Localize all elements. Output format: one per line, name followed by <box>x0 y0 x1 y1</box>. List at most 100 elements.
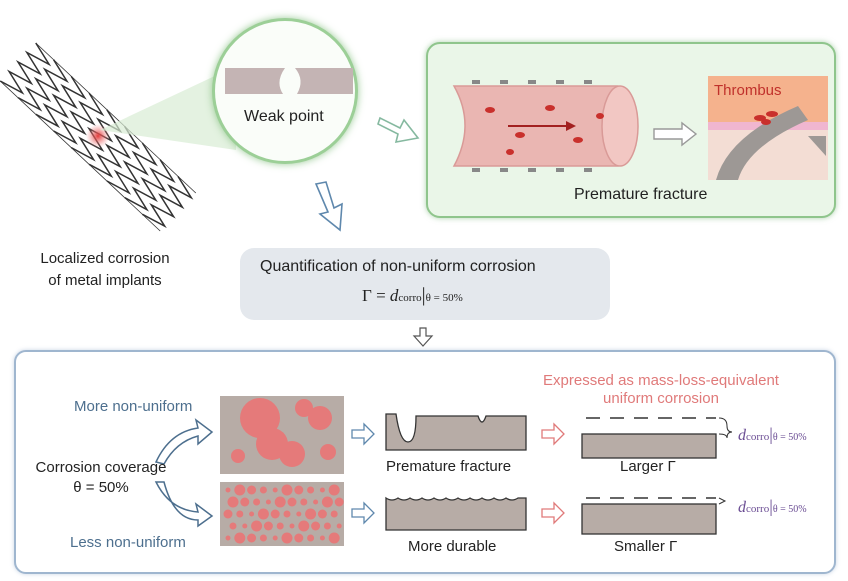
less-non-uniform-label: Less non-uniform <box>70 534 186 551</box>
small-pit <box>227 496 239 508</box>
formula-sub: corro <box>398 292 422 304</box>
small-pit <box>247 485 257 495</box>
coverage-line1: Corrosion coverage <box>35 459 167 476</box>
arrow-right-gray <box>653 121 698 147</box>
stent-ring <box>88 126 141 179</box>
small-pit <box>298 520 310 532</box>
small-pit <box>251 520 263 532</box>
arrow-down-blue <box>314 181 343 232</box>
small-pit <box>323 522 331 530</box>
formula-d: d <box>389 286 399 305</box>
weak-point-strut <box>225 68 353 94</box>
coverage-line2: θ = 50% <box>73 479 129 496</box>
formula-lhs: Γ = <box>362 286 390 305</box>
small-pit <box>263 521 273 531</box>
curved-arrow-down <box>154 481 214 528</box>
dcorro-bottom-d: d <box>738 499 746 516</box>
formula-cond: θ = 50% <box>425 292 463 304</box>
uniform-block-smaller <box>581 497 727 535</box>
small-pit <box>336 523 342 529</box>
small-pit <box>296 511 302 517</box>
arrow-right-pink-bottom <box>541 501 565 525</box>
small-pit <box>265 499 271 505</box>
arrow-right-pink-top <box>541 422 565 446</box>
expressed-line2: uniform corrosion <box>603 390 719 407</box>
uniform-block-larger <box>581 417 733 459</box>
quantification-title: Quantification of non-uniform corrosion <box>260 258 536 275</box>
small-pit <box>272 535 278 541</box>
small-pit <box>300 498 308 506</box>
stent-ring <box>0 42 52 95</box>
small-pit <box>294 533 304 543</box>
small-pit <box>276 522 284 530</box>
small-pit <box>259 486 267 494</box>
comparison-panel <box>14 350 836 574</box>
small-pit <box>328 532 340 544</box>
durable-cross-section <box>385 496 527 531</box>
small-pit <box>289 523 295 529</box>
arrow-right-top <box>351 422 375 446</box>
vessel-illustration <box>452 80 639 172</box>
stent-label: Localized corrosion of metal implants <box>20 248 190 292</box>
small-pit <box>319 487 325 493</box>
stent-ring <box>106 142 158 195</box>
small-pit <box>294 485 304 495</box>
dcorro-formula-bottom: dcorro|θ = 50% <box>738 496 807 516</box>
stent-edge <box>35 42 197 194</box>
stent-label-line2: of metal implants <box>48 272 162 289</box>
small-pit <box>234 484 246 496</box>
small-pit <box>281 532 293 544</box>
small-pit <box>274 496 286 508</box>
small-pit <box>242 523 248 529</box>
small-pit <box>283 510 291 518</box>
small-pit <box>328 484 340 496</box>
fracture-cross-section <box>385 413 527 451</box>
small-pit <box>321 496 333 508</box>
small-pit <box>307 486 315 494</box>
gamma-formula: Γ = dcorro|θ = 50% <box>362 284 463 306</box>
small-pits-sample <box>220 482 344 546</box>
arrow-right-bottom <box>351 501 375 525</box>
small-pit <box>253 498 261 506</box>
dcorro-top-cond: θ = 50% <box>772 432 807 443</box>
magnifier-cone <box>100 66 236 150</box>
stent-edge <box>0 80 161 232</box>
large-pits-sample <box>220 396 344 474</box>
small-pit <box>313 499 319 505</box>
small-pit <box>240 497 250 507</box>
dcorro-bottom-sub: corro <box>746 503 770 515</box>
small-pit <box>225 487 231 493</box>
small-pit <box>272 487 278 493</box>
weak-point-label: Weak point <box>244 108 324 125</box>
expressed-line1: Expressed as mass-loss-equivalent <box>543 372 779 389</box>
small-pit <box>259 534 267 542</box>
small-pit <box>225 535 231 541</box>
small-pit <box>257 508 269 520</box>
small-pit <box>229 522 237 530</box>
small-pit <box>223 509 233 519</box>
dcorro-formula-top: dcorro|θ = 50% <box>738 424 807 444</box>
arrow-down-small <box>412 327 434 347</box>
corrosion-coverage-label: Corrosion coverage θ = 50% <box>26 458 176 498</box>
small-pit <box>330 510 338 518</box>
stent-ring <box>35 76 87 129</box>
stent-ring <box>142 176 194 229</box>
small-pit <box>236 510 244 518</box>
expressed-label: Expressed as mass-loss-equivalent unifor… <box>536 372 786 408</box>
larger-gamma-label: Larger Γ <box>620 458 676 475</box>
dcorro-top-d: d <box>738 427 746 444</box>
small-pit <box>270 509 280 519</box>
small-pit <box>281 484 293 496</box>
small-pit <box>234 532 246 544</box>
small-pit <box>317 509 327 519</box>
stent-label-line1: Localized corrosion <box>40 250 170 267</box>
curved-arrow-up <box>154 418 214 465</box>
stent-ring <box>53 92 105 145</box>
stent-ring <box>124 159 176 212</box>
small-pit <box>319 535 325 541</box>
stent-ring <box>17 59 70 112</box>
small-pit <box>247 533 257 543</box>
dcorro-top-sub: corro <box>746 431 770 443</box>
small-pit <box>311 521 321 531</box>
